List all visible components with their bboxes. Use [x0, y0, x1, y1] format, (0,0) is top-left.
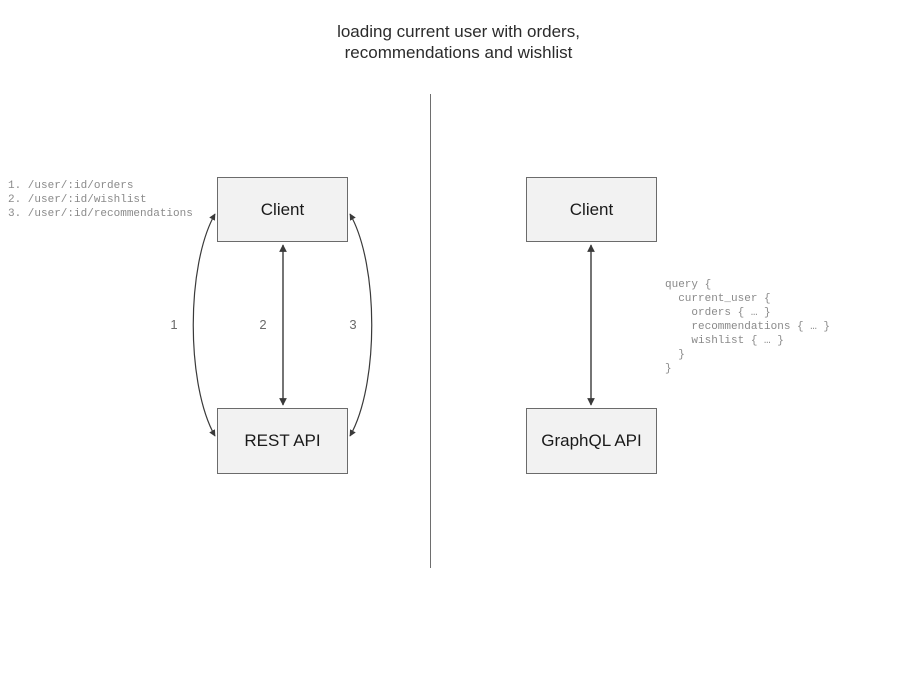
rest-client-node[interactable]: Client	[217, 177, 348, 242]
rest-api-node[interactable]: REST API	[217, 408, 348, 474]
rest-endpoints-annotation: 1. /user/:id/orders 2. /user/:id/wishlis…	[8, 180, 193, 220]
edge-label-1: 1	[170, 317, 178, 332]
graphql-api-label: GraphQL API	[541, 431, 642, 450]
panel-divider	[430, 94, 431, 568]
edge-label-3: 3	[349, 317, 357, 332]
page-title: loading current user with orders, recomm…	[337, 22, 580, 62]
rest-client-label: Client	[260, 199, 305, 219]
graphql-query-annotation: query { current_user { orders { … } reco…	[665, 279, 831, 375]
rest-api-label: REST API	[244, 431, 321, 450]
edge-label-2: 2	[259, 317, 267, 332]
graphql-api-node[interactable]: GraphQL API	[526, 408, 657, 474]
graphql-client-node[interactable]: Client	[526, 177, 657, 242]
graphql-client-label: Client	[569, 199, 614, 219]
rest-edge-1-arrow	[192, 213, 216, 437]
